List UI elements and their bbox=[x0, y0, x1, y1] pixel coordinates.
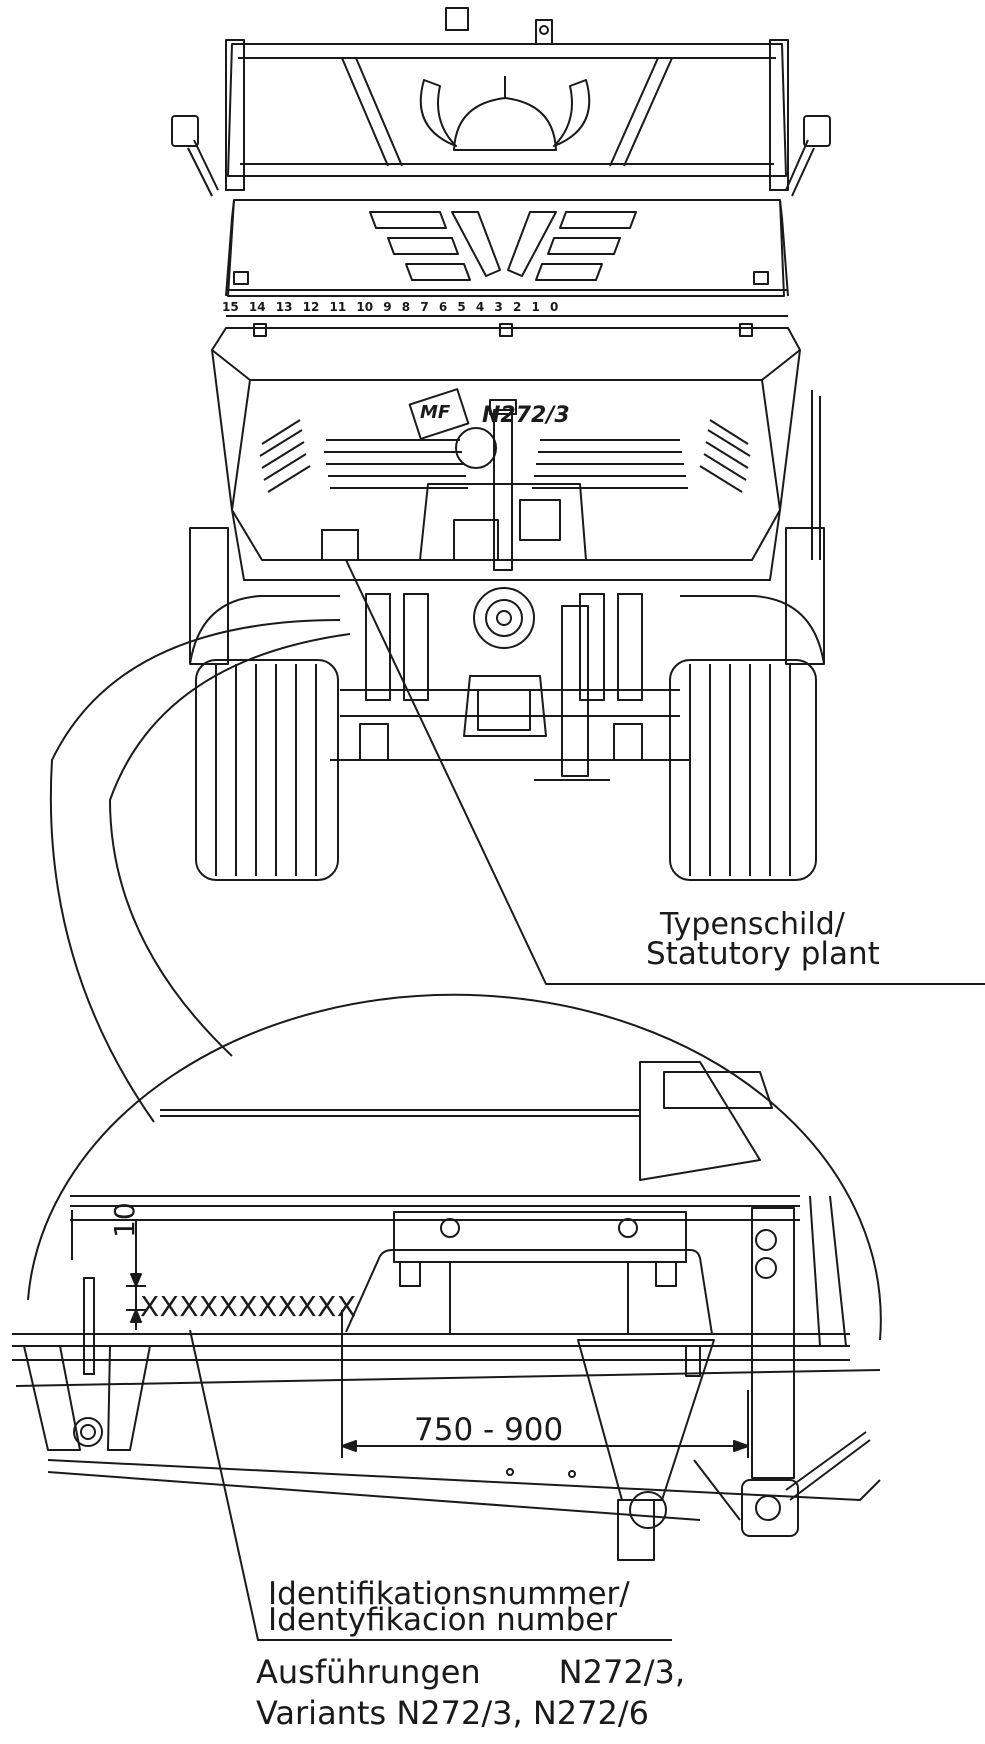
drawbar bbox=[493, 409, 513, 571]
wheel-right bbox=[669, 659, 817, 881]
id-number-label-de: Identifikationsnummer/ bbox=[268, 1576, 630, 1612]
id-number-leader bbox=[189, 1329, 672, 1641]
hopper-top-frame bbox=[227, 43, 787, 177]
detail-circle bbox=[27, 993, 882, 1341]
type-plate-label-en: Statutory plant bbox=[646, 936, 880, 972]
dimension-vertical bbox=[126, 1220, 146, 1330]
chassis bbox=[330, 587, 690, 781]
detail-bolt bbox=[73, 1417, 103, 1447]
detail-bracket bbox=[393, 1211, 687, 1263]
variants-label-en: Variants N272/3, N272/6 bbox=[256, 1694, 649, 1732]
light-bulb bbox=[455, 427, 497, 469]
dimension-vertical-label: 10 bbox=[108, 1202, 141, 1238]
scale-numbers: 15 14 13 12 11 10 9 8 7 6 5 4 3 2 1 0 bbox=[222, 300, 559, 314]
variants-label-de: Ausführungen N272/3, bbox=[256, 1654, 685, 1690]
detail-connector-outer bbox=[49, 619, 341, 1123]
top-bracket-left bbox=[445, 7, 469, 31]
mirror-right bbox=[803, 115, 831, 147]
id-number-label-en: Identyfikacion number bbox=[268, 1602, 618, 1638]
logo-text: MF bbox=[420, 402, 451, 423]
grille-right bbox=[532, 419, 751, 493]
dimension-horizontal-label: 750 - 900 bbox=[414, 1412, 564, 1448]
statutory-plate bbox=[321, 529, 359, 561]
type-plate-label-de: Typenschild/ bbox=[660, 907, 845, 942]
grille-left bbox=[259, 419, 468, 493]
hopper-body-lower bbox=[211, 327, 801, 581]
detail-view bbox=[12, 1061, 881, 1561]
viking-helmet-emblem bbox=[419, 76, 591, 151]
serial-placeholder: XXXXXXXXXXX bbox=[140, 1290, 357, 1323]
variants-models: N272/3, bbox=[558, 1653, 685, 1691]
type-plate-leader bbox=[345, 559, 985, 985]
variants-word: Ausführungen bbox=[256, 1653, 481, 1691]
model-badge: N272/3 bbox=[482, 403, 570, 428]
v-logo-emblem bbox=[369, 211, 637, 281]
detail-connector-inner bbox=[109, 633, 351, 1057]
pto-shaft bbox=[473, 587, 535, 649]
hopper-body-upper bbox=[227, 199, 785, 297]
top-bracket-right bbox=[535, 19, 553, 45]
mf-logo-badge bbox=[408, 388, 470, 440]
dimension-horizontal bbox=[341, 1310, 749, 1458]
wheel-left bbox=[195, 659, 339, 881]
mirror-left bbox=[171, 115, 199, 147]
